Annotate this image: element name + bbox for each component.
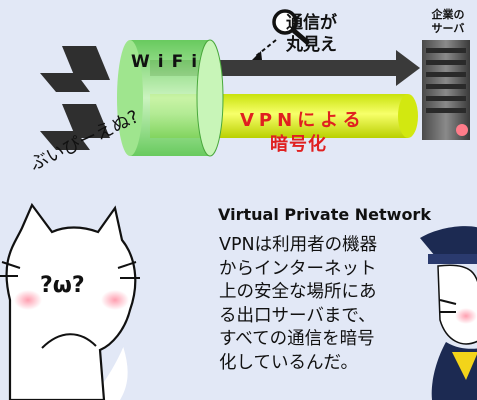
callout-peek: 通信が 丸見え xyxy=(286,12,337,56)
server-caption-line: 企業の xyxy=(431,8,465,21)
server-icon xyxy=(422,40,470,140)
explanation-line: からインターネット xyxy=(219,258,377,279)
explanation-line: すべての通信を暗号 xyxy=(219,329,375,349)
explanation-title: Virtual Private Network xyxy=(218,205,431,224)
server-caption: 企業の サーバ xyxy=(415,8,477,36)
officer-character xyxy=(420,226,477,400)
laptop-icon xyxy=(40,46,110,92)
cat-character: ?ω? xyxy=(0,202,140,400)
cat-thought-mark: ?ω? xyxy=(40,273,85,298)
wifi-label: WiFi xyxy=(131,52,206,72)
vpn-label: VPNによる xyxy=(240,110,366,131)
explanation-body: VPNは利用者の機器 からインターネット 上の安全な場所にあ る出口サーバまで、… xyxy=(219,234,377,375)
explanation-line: 化しているんだ。 xyxy=(219,352,358,373)
callout-peek-line: 通信が xyxy=(286,13,337,33)
explanation-line: る出口サーバまで、 xyxy=(219,305,376,326)
laptop-icon xyxy=(40,104,110,150)
encryption-label: 暗号化 xyxy=(270,134,327,155)
explanation-line: VPNは利用者の機器 xyxy=(219,235,378,255)
magnifier-icon xyxy=(252,9,310,60)
server-caption-line: サーバ xyxy=(431,22,465,35)
wifi-cylinder xyxy=(117,39,224,157)
explanation-line: 上の安全な場所にあ xyxy=(219,282,377,302)
callout-peek-line: 丸見え xyxy=(286,35,337,55)
